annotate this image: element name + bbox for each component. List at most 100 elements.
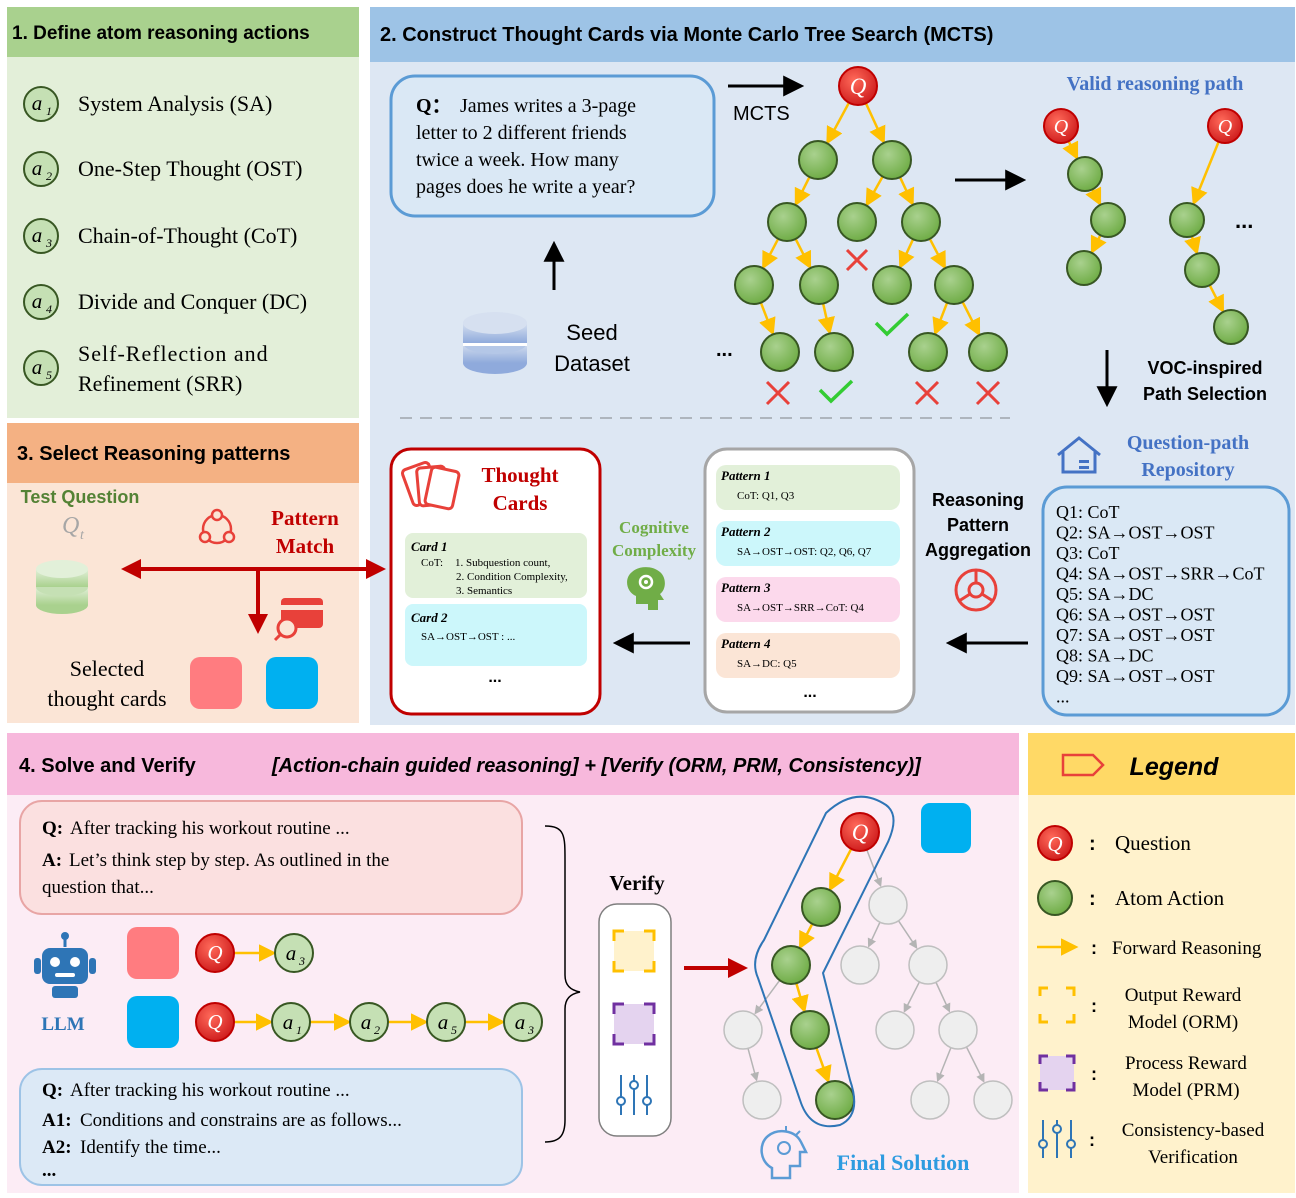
legend-colon-5: : <box>1091 1064 1097 1084</box>
legend-colon-4: : <box>1091 996 1097 1016</box>
solution-node-inactive <box>723 1010 763 1050</box>
solution-node-selected <box>790 1010 830 1050</box>
thought-cards-title-1: Thought <box>481 463 558 487</box>
pattern-name: Pattern 1 <box>721 468 770 483</box>
legend-colon-6: : <box>1089 1130 1095 1150</box>
mcts-node <box>872 140 912 180</box>
chain-action-node <box>426 1002 466 1042</box>
selected-cards-label-1: Selected <box>70 656 145 681</box>
legend-orm-icon <box>1038 986 1076 1024</box>
action-label-line-1: Self-Reflection and <box>78 341 269 366</box>
seed-dataset-label-1: Seed <box>566 320 617 345</box>
mcts-node <box>814 332 854 372</box>
card-search-icon <box>273 598 323 642</box>
action-symbol: a <box>32 156 43 180</box>
mcts-edge <box>898 176 915 207</box>
action-label: System Analysis (SA) <box>78 91 272 116</box>
pattern-card <box>716 577 900 622</box>
action-symbol: a <box>32 91 43 115</box>
test-question-symbol: Q <box>62 513 79 539</box>
action-a1-text: Conditions and constrains are as follows… <box>80 1110 402 1131</box>
legend-prm-icon <box>1038 1054 1076 1092</box>
chain-question-node <box>195 1002 235 1042</box>
mcts-node <box>767 202 807 242</box>
mcts-edge <box>928 238 946 270</box>
card-2 <box>405 604 587 666</box>
legend-panel: Legend Q : Question : Atom Action : Forw… <box>1028 733 1295 1193</box>
cot-a-line-2: question that... <box>42 877 154 898</box>
seed-question-line-1: James writes a 3-page <box>460 95 636 117</box>
question-node-letter: Q <box>852 820 869 845</box>
card-1-prefix: CoT: <box>421 557 443 569</box>
patterns-ellipsis: ... <box>803 684 816 701</box>
valid-path-node <box>1169 202 1205 238</box>
legend-consistency-text-1: Consistency-based <box>1122 1120 1265 1141</box>
combining-brace <box>544 825 581 1143</box>
valid-path-ellipsis: ... <box>1235 208 1253 233</box>
action-node-icon <box>23 284 59 320</box>
solution-edge-selected <box>829 848 853 892</box>
mcts-label: MCTS <box>733 103 790 125</box>
aggregation-icon <box>954 568 998 612</box>
panel-select-patterns: 3. Select Reasoning patterns Test Questi… <box>7 423 386 723</box>
card-2-text: SA→OST→OST : ... <box>421 631 515 643</box>
mcts-edge <box>865 175 884 207</box>
valid-path-edge <box>1062 140 1079 161</box>
valid-path-node <box>1067 156 1103 192</box>
legend-orm-text-2: Model (ORM) <box>1128 1012 1238 1033</box>
solution-node-inactive <box>973 1080 1013 1120</box>
legend-atom-text: Atom Action <box>1115 886 1225 910</box>
legend-forward-text: Forward Reasoning <box>1112 938 1262 959</box>
card-1 <box>405 533 587 598</box>
panel2-header <box>370 7 1295 62</box>
panel4-header <box>7 733 1019 795</box>
mcts-edge <box>898 238 915 270</box>
accept-mark-icon <box>874 312 910 337</box>
reject-mark-icon <box>975 380 1001 406</box>
valid-path-edge <box>1208 284 1224 314</box>
seed-dataset-label-2: Dataset <box>554 351 630 376</box>
repository-entry: Q9: SA→OST→OST <box>1056 666 1215 686</box>
cot-q-text: After tracking his workout routine ... <box>70 818 350 839</box>
solution-node-inactive <box>742 1080 782 1120</box>
selected-card-red <box>190 657 242 709</box>
solution-root-node <box>840 812 880 852</box>
action-label: One-Step Thought (OST) <box>78 156 302 181</box>
final-solution-label: Final Solution <box>837 1150 970 1175</box>
repository-title-1: Question-path <box>1127 432 1249 454</box>
repository-title-2: Repository <box>1141 459 1234 481</box>
panel-solve-verify: 4. Solve and Verify [Action-chain guided… <box>7 733 1019 1193</box>
chain-node-subscript: 3 <box>527 1023 534 1037</box>
valid-path-node <box>1090 202 1126 238</box>
solution-edge-selected <box>799 923 815 950</box>
solution-edge-inactive <box>866 849 883 888</box>
cot-q-label: Q: <box>42 818 63 839</box>
panel3-title: 3. Select Reasoning patterns <box>17 443 290 465</box>
chain-action-node <box>503 1002 543 1042</box>
sliders-icon <box>616 1075 652 1115</box>
seed-question-line-4: pages does he write a year? <box>416 176 635 198</box>
valid-path-edge <box>1184 235 1201 256</box>
test-question-subscript: t <box>80 528 85 543</box>
legend-colon-3: : <box>1091 938 1097 958</box>
solution-edge-inactive <box>965 1046 985 1083</box>
mcts-edge <box>826 102 851 145</box>
mcts-edge <box>961 301 981 337</box>
action-a1-label: A1: <box>42 1110 72 1131</box>
cognitive-label-2: Complexity <box>612 541 697 560</box>
repository-entry: Q8: SA→DC <box>1056 646 1154 666</box>
chain-action-node <box>349 1002 389 1042</box>
solution-edge-selected <box>791 982 809 1014</box>
mcts-edge <box>794 176 811 207</box>
mcts-edge <box>759 302 776 336</box>
solution-node-selected <box>801 887 841 927</box>
cards-icon <box>400 460 461 511</box>
pattern-card <box>716 465 900 510</box>
solution-node-selected <box>815 1080 855 1120</box>
accept-mark-icon <box>818 379 854 404</box>
mcts-node <box>901 202 941 242</box>
legend-question-text: Question <box>1115 831 1191 855</box>
action-answer-box <box>19 1068 523 1186</box>
